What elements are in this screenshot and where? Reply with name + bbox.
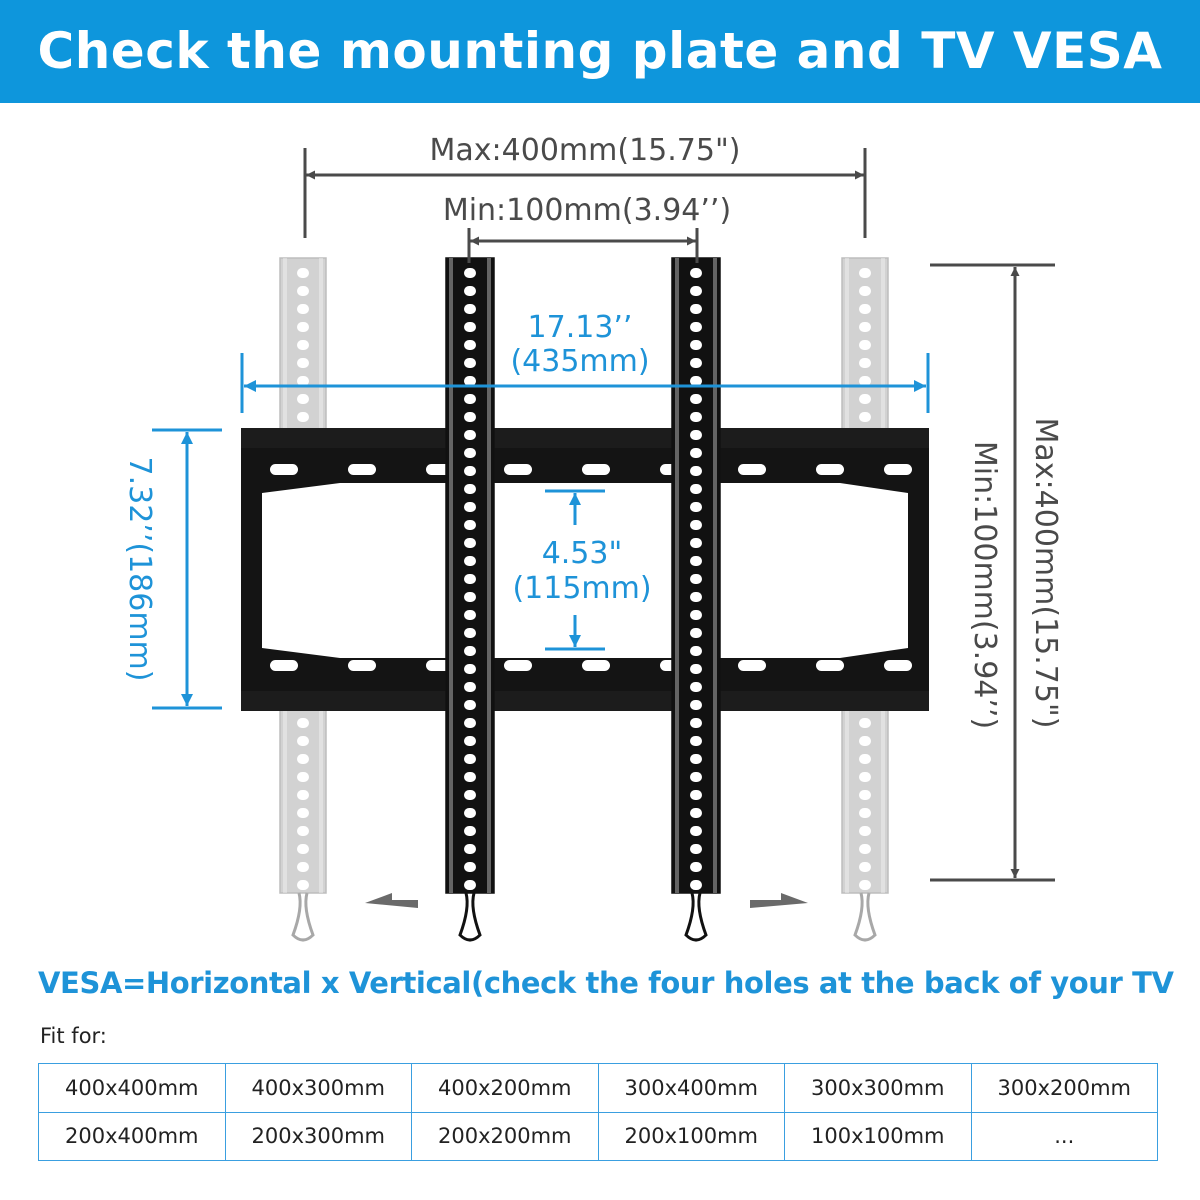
- page-title: Check the mounting plate and TV VESA: [37, 22, 1163, 80]
- table-cell: 300x400mm: [597, 1063, 785, 1113]
- mounting-diagram: Max:400mm(15.75") Min:100mm(3.94’’) 17.1…: [0, 103, 1200, 963]
- plate-slots: [270, 464, 912, 671]
- table-cell: 200x100mm: [597, 1111, 785, 1161]
- rail-left: [445, 257, 495, 942]
- plate-width-label-mm: (435mm): [510, 344, 649, 379]
- header-banner: Check the mounting plate and TV VESA: [0, 0, 1200, 103]
- table-cell: 300x200mm: [970, 1063, 1158, 1113]
- plate-width-label-inch: 17.13’’: [528, 310, 633, 345]
- table-row: 400x400mm 400x300mm 400x200mm 300x400mm …: [38, 1063, 1158, 1113]
- slide-left-arrow-icon: [365, 893, 418, 908]
- plate-cutout: [262, 483, 908, 658]
- table-cell: 400x200mm: [411, 1063, 599, 1113]
- min-width-label: Min:100mm(3.94’’): [443, 193, 731, 228]
- wall-plate: [241, 428, 929, 711]
- diagram-canvas: Max:400mm(15.75") Min:100mm(3.94’’) 17.1…: [122, 133, 1063, 942]
- rail-right: [671, 257, 721, 942]
- table-cell: ...: [970, 1111, 1158, 1161]
- table-cell: 200x400mm: [38, 1111, 226, 1161]
- max-width-label: Max:400mm(15.75"): [430, 133, 741, 168]
- table-cell: 300x300mm: [784, 1063, 972, 1113]
- table-cell: 200x200mm: [411, 1111, 599, 1161]
- table-cell: 100x100mm: [784, 1111, 972, 1161]
- table-cell: 200x300mm: [224, 1111, 412, 1161]
- vesa-formula-note: VESA=Horizontal x Vertical(check the fou…: [38, 966, 1174, 1000]
- table-cell: 400x300mm: [224, 1063, 412, 1113]
- plate-height-label: 7.32’’(186mm): [122, 457, 157, 682]
- max-height-label: Max:400mm(15.75"): [1028, 418, 1063, 729]
- fit-for-label: Fit for:: [40, 1024, 107, 1048]
- vesa-compatibility-table: 400x400mm 400x300mm 400x200mm 300x400mm …: [38, 1063, 1158, 1161]
- table-cell: 400x400mm: [38, 1063, 226, 1113]
- slide-right-arrow-icon: [750, 893, 808, 908]
- inner-height-label-mm: (115mm): [512, 571, 651, 606]
- inner-height-label-inch: 4.53": [542, 536, 623, 571]
- table-row: 200x400mm 200x300mm 200x200mm 200x100mm …: [38, 1111, 1158, 1161]
- min-height-label: Min:100mm(3.94’’): [967, 441, 1002, 729]
